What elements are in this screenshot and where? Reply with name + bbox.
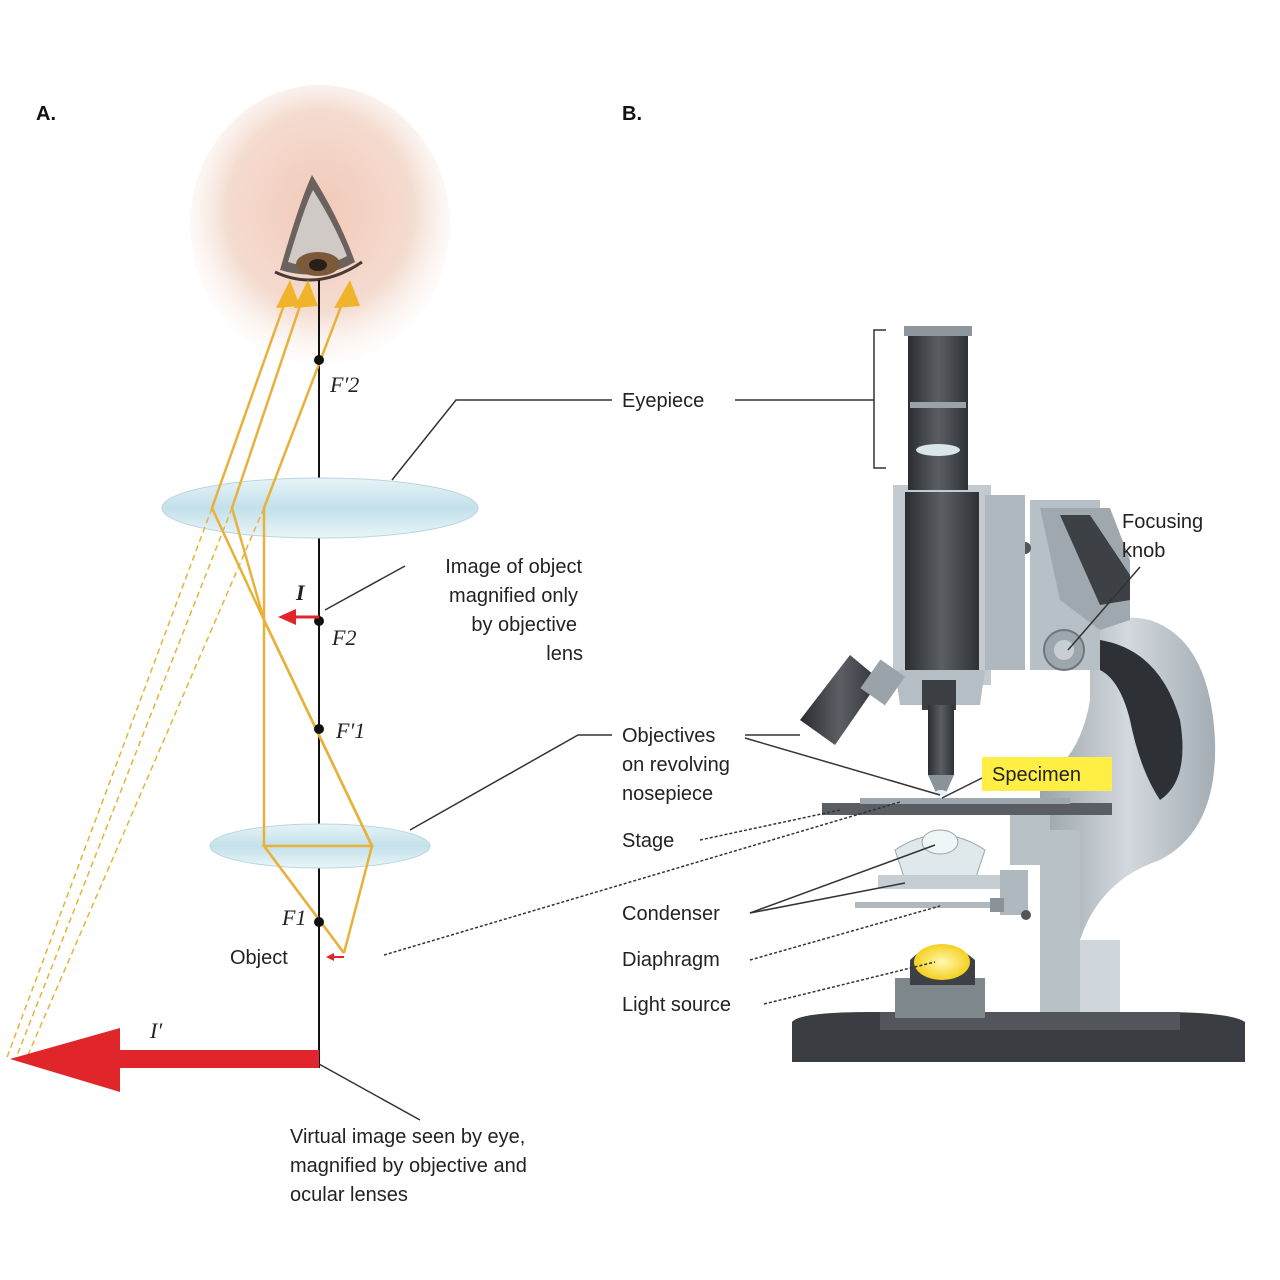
objectives-label: Objectives on revolving nosepiece bbox=[622, 725, 730, 805]
focusing-knob-leader bbox=[1067, 566, 1141, 651]
condenser-leader-1 bbox=[749, 844, 936, 914]
virtual-rays bbox=[5, 507, 265, 1061]
svg-text:Virtual image seen by eye,: Virtual image seen by eye, bbox=[290, 1126, 525, 1148]
object-to-stage-leader bbox=[383, 801, 901, 956]
focusing-knob-label: Focusing knob bbox=[1122, 511, 1203, 562]
f2-prime-label: F′2 bbox=[329, 372, 359, 397]
svg-text:magnified only: magnified only bbox=[449, 585, 578, 607]
light-source-label: Light source bbox=[622, 994, 731, 1016]
eyepiece-label: Eyepiece bbox=[622, 390, 704, 412]
svg-text:ocular lenses: ocular lenses bbox=[290, 1184, 408, 1206]
svg-text:on revolving: on revolving bbox=[622, 754, 730, 776]
specimen-highlight bbox=[982, 757, 1112, 791]
stage-label: Stage bbox=[622, 830, 674, 852]
focal-point-f2-prime bbox=[314, 355, 324, 365]
stage-leader bbox=[699, 809, 841, 841]
svg-text:Focusing: Focusing bbox=[1122, 511, 1203, 533]
objectives-leader-left bbox=[409, 734, 612, 831]
diaphragm-label: Diaphragm bbox=[622, 949, 720, 971]
virtual-image-label: I′ bbox=[149, 1018, 163, 1043]
svg-text:lens: lens bbox=[546, 643, 583, 665]
specimen-leader bbox=[941, 777, 983, 799]
svg-text:knob: knob bbox=[1122, 540, 1165, 562]
object-arrow bbox=[326, 953, 344, 961]
panel-a-label: A. bbox=[36, 103, 56, 125]
svg-text:by objective: by objective bbox=[471, 614, 577, 636]
object-label: Object bbox=[230, 947, 288, 969]
svg-text:Image of object: Image of object bbox=[445, 556, 582, 578]
image-note-leader bbox=[324, 565, 406, 611]
specimen-label: Specimen bbox=[992, 764, 1081, 786]
eyepiece-leader-left bbox=[391, 399, 612, 481]
image-note: Image of object magnified only by object… bbox=[445, 556, 583, 665]
virtual-note: Virtual image seen by eye, magnified by … bbox=[290, 1126, 527, 1206]
virtual-image-arrow bbox=[10, 1028, 319, 1092]
image-i-arrow bbox=[278, 609, 319, 625]
image-i-label: I bbox=[295, 580, 306, 605]
diaphragm-leader bbox=[749, 905, 941, 961]
focal-point-f1 bbox=[314, 917, 324, 927]
condenser-label: Condenser bbox=[622, 903, 720, 925]
microscope-illustration bbox=[792, 326, 1245, 1062]
light-source-leader bbox=[763, 961, 936, 1005]
panel-b-label: B. bbox=[622, 103, 642, 125]
svg-text:nosepiece: nosepiece bbox=[622, 783, 713, 805]
ray-arrowheads bbox=[276, 280, 360, 308]
f2-label: F2 bbox=[331, 625, 356, 650]
eyepiece-bracket bbox=[873, 329, 886, 469]
condenser-leader-2 bbox=[749, 882, 906, 914]
ocular-lens bbox=[161, 477, 479, 539]
f1-label: F1 bbox=[281, 905, 306, 930]
svg-text:Objectives: Objectives bbox=[622, 725, 715, 747]
objectives-leader-right-2 bbox=[744, 737, 941, 796]
virtual-note-leader bbox=[318, 1063, 421, 1121]
f1-prime-label: F′1 bbox=[335, 718, 365, 743]
eye-illustration bbox=[190, 85, 450, 365]
focal-point-f1-prime bbox=[314, 724, 324, 734]
svg-text:magnified by objective and: magnified by objective and bbox=[290, 1155, 527, 1177]
